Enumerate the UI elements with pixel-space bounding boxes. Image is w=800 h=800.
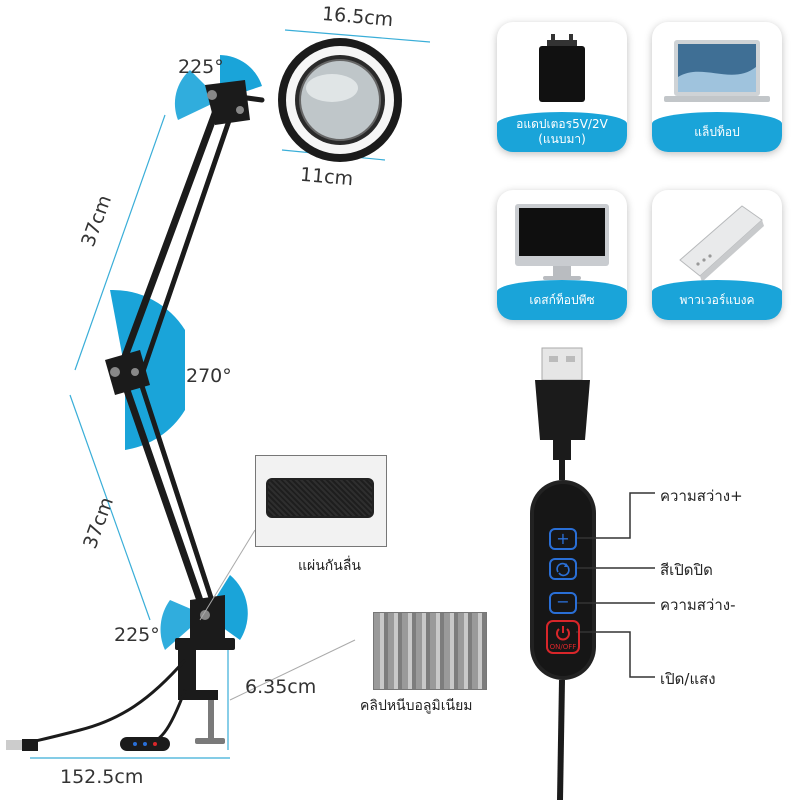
- base-angle-wedge: [205, 575, 248, 640]
- refresh-icon: [556, 562, 570, 577]
- power-source-card-powerbank: พาวเวอร์แบงค: [652, 190, 782, 320]
- power-source-card-desktop: เดสก์ท็อปพีซ: [497, 190, 627, 320]
- anti-slip-pad-label: แผ่นกันลื่น: [298, 558, 361, 574]
- aluminum-clip-label: คลิปหนีบอลูมิเนียม: [360, 698, 473, 714]
- power-source-label: พาวเวอร์แบงค: [652, 280, 782, 320]
- power-source-label: แล็ปท็อป: [652, 112, 782, 152]
- brightness-down-button[interactable]: −: [549, 592, 577, 614]
- base-angle-label: 225°: [114, 624, 160, 646]
- middle-angle-wedge: [110, 289, 185, 450]
- ring-inner-dimension: 11cm: [299, 163, 354, 191]
- brightness-up-label: ความสว่าง+: [660, 487, 743, 505]
- anti-slip-pad-inset: [255, 455, 387, 547]
- power-source-label: อแดปเตอร5V/2V (แนบมา): [497, 112, 627, 152]
- clamp-dimension: 6.35cm: [245, 676, 317, 698]
- power-source-card-adapter: อแดปเตอร5V/2V (แนบมา): [497, 22, 627, 152]
- color-toggle-label: สีเปิดปิด: [660, 561, 713, 579]
- laptop-icon: [664, 40, 770, 102]
- power-button-text: ON/OFF: [549, 643, 577, 651]
- power-source-label: เดสก์ท็อปพีซ: [497, 280, 627, 320]
- desktop-icon: [515, 204, 609, 280]
- powerbank-icon: [679, 205, 764, 282]
- minus-icon: −: [556, 592, 570, 611]
- head-angle-label: 225°: [178, 56, 224, 78]
- plus-icon: +: [556, 529, 570, 548]
- cable-length-dimension: 152.5cm: [60, 766, 144, 788]
- power-icon: [556, 626, 570, 641]
- power-label: เปิด/แสง: [660, 670, 716, 688]
- brightness-up-button[interactable]: +: [549, 528, 577, 550]
- power-source-card-laptop: แล็ปท็อป: [652, 22, 782, 152]
- aluminum-clip-inset: [373, 612, 487, 690]
- adapter-icon: [539, 34, 585, 102]
- brightness-down-label: ความสว่าง-: [660, 596, 736, 614]
- power-button[interactable]: [546, 620, 580, 654]
- color-toggle-button[interactable]: [549, 558, 577, 580]
- middle-angle-label: 270°: [186, 365, 232, 387]
